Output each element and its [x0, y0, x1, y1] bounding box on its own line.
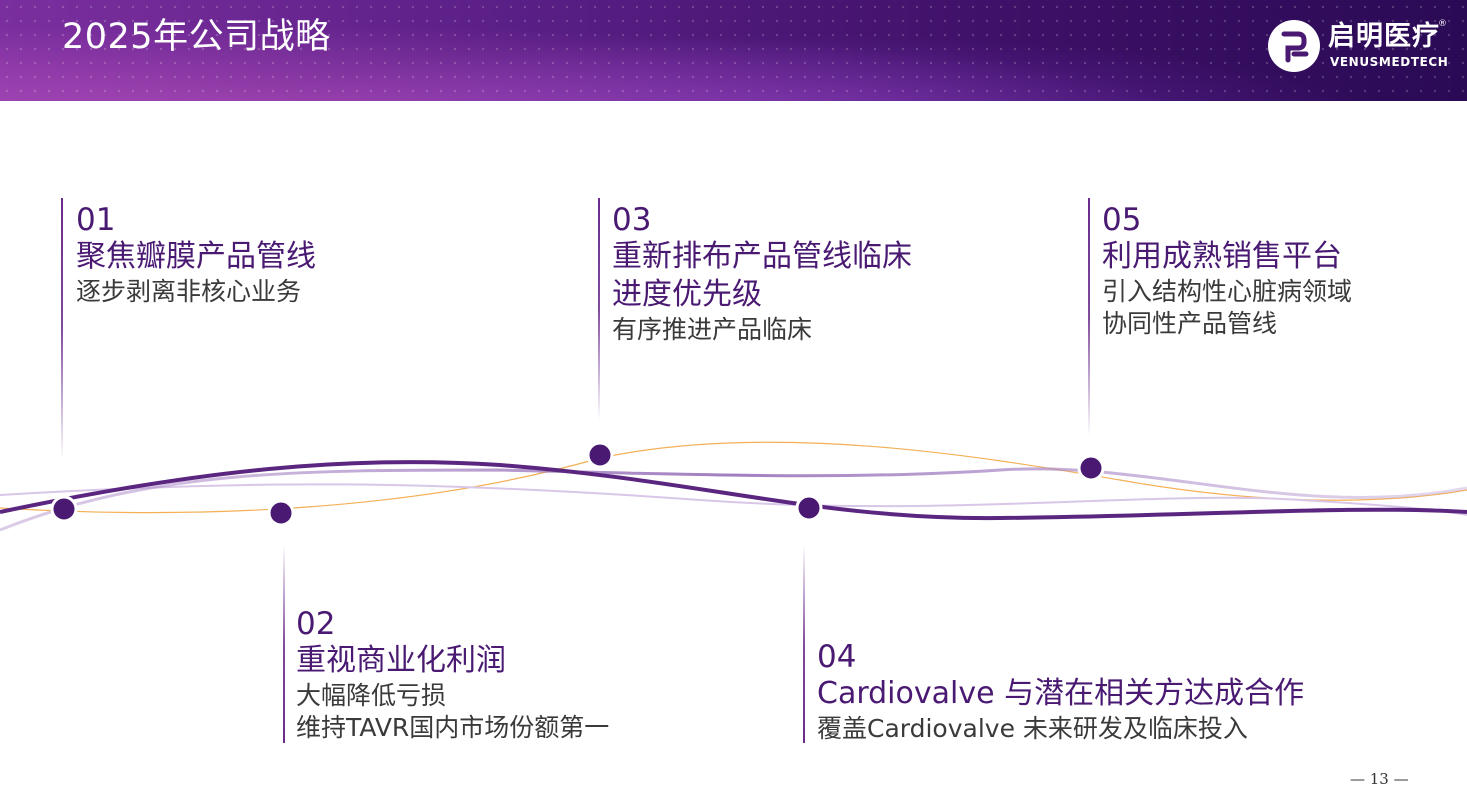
strategy-description: 覆盖Cardiovalve 未来研发及临床投入 — [817, 714, 1248, 743]
connector-line-05 — [1088, 198, 1090, 436]
timeline-node-05 — [1077, 454, 1105, 482]
strategy-description: 协同性产品管线 — [1102, 309, 1278, 338]
company-logo: 启明医疗 ® VENUSMEDTECH — [1268, 19, 1458, 75]
strategy-heading: Cardiovalve 与潜在相关方达成合作 — [817, 676, 1305, 711]
timeline-node-01 — [50, 495, 78, 523]
connector-line-02 — [283, 545, 285, 743]
header-dot-pattern — [0, 0, 1467, 101]
strategy-number: 01 — [76, 202, 116, 238]
strategy-02: 02 重视商业化利润 大幅降低亏损 维持TAVR国内市场份额第一 — [296, 606, 609, 744]
page-title: 2025年公司战略 — [62, 17, 331, 57]
connector-line-04 — [803, 545, 805, 743]
wave-light — [0, 483, 1467, 516]
strategy-heading: 聚焦瓣膜产品管线 — [76, 239, 316, 274]
strategy-description: 引入结构性心脏病领域 — [1102, 277, 1353, 306]
strategy-heading: 进度优先级 — [612, 277, 762, 312]
strategy-description: 有序推进产品临床 — [612, 315, 813, 344]
timeline-node-03 — [586, 441, 614, 469]
wave-mid — [0, 467, 1467, 532]
strategy-number: 02 — [296, 606, 336, 642]
strategy-05: 05 利用成熟销售平台 引入结构性心脏病领域 协同性产品管线 — [1102, 202, 1352, 340]
strategy-number: 04 — [817, 639, 857, 675]
strategy-description: 维持TAVR国内市场份额第一 — [296, 713, 610, 742]
strategy-01: 01 聚焦瓣膜产品管线 逐步剥离非核心业务 — [76, 202, 316, 308]
header-banner: 2025年公司战略 启明医疗 ® VENUSMEDTECH — [0, 0, 1467, 101]
logo-mark-icon — [1268, 20, 1320, 72]
strategy-heading: 利用成熟销售平台 — [1102, 239, 1342, 274]
timeline-node-04 — [795, 494, 823, 522]
strategy-03: 03 重新排布产品管线临床 进度优先级 有序推进产品临床 — [612, 202, 912, 346]
page-number: — 13 — — [1350, 770, 1409, 788]
strategy-description: 逐步剥离非核心业务 — [76, 277, 302, 306]
timeline-node-02 — [267, 499, 295, 527]
connector-line-03 — [598, 198, 600, 420]
logo-registered-mark: ® — [1438, 19, 1447, 29]
strategy-heading: 重新排布产品管线临床 — [612, 239, 912, 274]
strategy-description: 大幅降低亏损 — [296, 681, 447, 710]
strategy-number: 05 — [1102, 202, 1142, 238]
strategy-heading: 重视商业化利润 — [296, 643, 506, 678]
strategy-04: 04 Cardiovalve 与潜在相关方达成合作 覆盖Cardiovalve … — [817, 639, 1304, 745]
logo-english-name: VENUSMEDTECH — [1330, 55, 1449, 69]
wave-dark — [0, 460, 1467, 521]
strategy-number: 03 — [612, 202, 652, 238]
header-shine — [0, 0, 1467, 101]
connector-line-01 — [61, 198, 63, 460]
logo-chinese-name: 启明医疗 — [1328, 21, 1440, 52]
